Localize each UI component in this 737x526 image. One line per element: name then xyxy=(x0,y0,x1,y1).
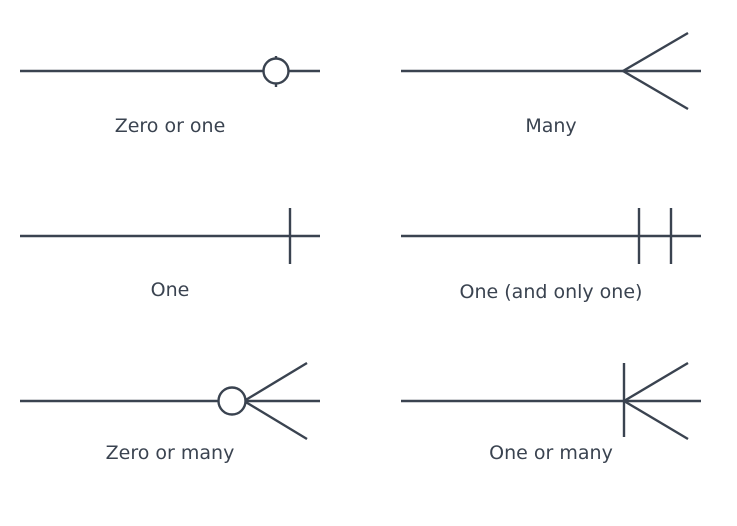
crows-foot-upper xyxy=(623,361,689,403)
notation-label: One or many xyxy=(489,442,613,464)
circle-symbol xyxy=(217,386,247,416)
crows-foot-lower xyxy=(243,399,308,441)
notation-label: Zero or one xyxy=(115,115,226,137)
notation-label: One (and only one) xyxy=(460,281,643,303)
crows-foot-lower xyxy=(622,69,689,111)
notation-zero-or-many: Zero or many xyxy=(20,361,320,464)
notation-label: Zero or many xyxy=(106,442,235,464)
notation-label: Many xyxy=(525,115,576,137)
crows-foot-lower xyxy=(623,399,689,441)
notation-label: One xyxy=(151,279,190,301)
crows-foot-upper xyxy=(622,31,689,73)
notation-one: One xyxy=(20,208,320,301)
notation-zero-or-one: Zero or one xyxy=(20,56,320,137)
notation-one-or-many: One or many xyxy=(401,361,701,464)
notation-one-and-only-one: One (and only one) xyxy=(401,208,701,303)
circle-symbol xyxy=(262,57,290,85)
notation-many: Many xyxy=(401,31,701,137)
crows-foot-upper xyxy=(243,361,308,403)
